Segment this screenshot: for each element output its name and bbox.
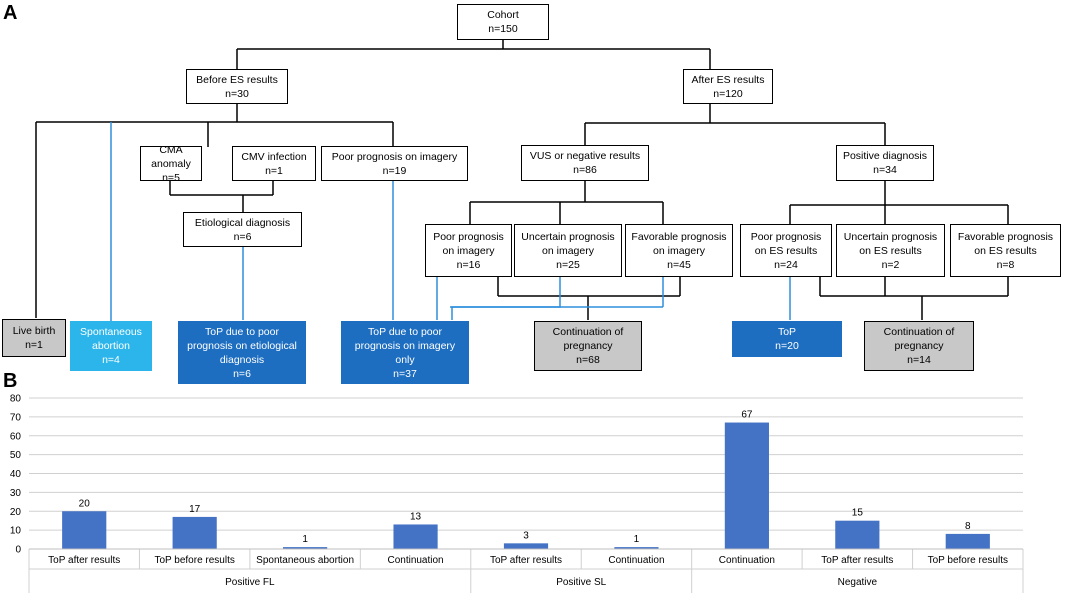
y-tick-label: 40 [10,469,22,480]
bar [945,533,990,549]
after-es-results-box: After ES results n=120 [683,69,773,104]
data-label: 20 [79,498,91,509]
group-label: Positive FL [225,577,275,588]
vus-negative-results-box: VUS or negative results n=86 [521,145,649,181]
pos-favorable-prognosis-box: Favorable prognosis on ES results n=8 [950,224,1061,277]
x-tick-label: ToP after results [821,555,893,566]
bar [724,422,769,549]
group-label: Positive SL [556,577,606,588]
data-label: 8 [965,521,971,532]
x-tick-label: Spontaneous abortion [256,555,354,566]
data-label: 13 [410,511,422,522]
bar [283,547,328,549]
panel-a-letter: A [3,2,18,24]
poor-prognosis-imagery-box: Poor prognosis on imagery n=19 [321,146,468,181]
before-es-results-box: Before ES results n=30 [186,69,288,104]
bar [62,511,107,549]
continuation-14-box: Continuation of pregnancy n=14 [864,321,974,371]
bar [835,520,880,549]
y-tick-label: 10 [10,526,22,537]
data-label: 3 [523,530,529,541]
positive-diagnosis-box: Positive diagnosis n=34 [836,145,934,181]
panel-b-letter: B [3,370,18,392]
data-label: 17 [189,504,201,515]
bar [393,524,438,549]
y-tick-label: 80 [10,394,22,405]
y-tick-label: 70 [10,412,22,423]
x-tick-label: Continuation [719,555,775,566]
pos-uncertain-prognosis-box: Uncertain prognosis on ES results n=2 [836,224,945,277]
cmv-infection-box: CMV infection n=1 [232,146,316,181]
top-20-box: ToP n=20 [732,321,842,357]
x-tick-label: Continuation [387,555,443,566]
vus-uncertain-prognosis-box: Uncertain prognosis on imagery n=25 [514,224,622,277]
pos-poor-prognosis-box: Poor prognosis on ES results n=24 [740,224,832,277]
x-tick-label: ToP before results [154,555,234,566]
vus-poor-prognosis-box: Poor prognosis on imagery n=16 [425,224,512,277]
y-tick-label: 60 [10,431,22,442]
bar [172,516,217,549]
cma-anomaly-box: CMA anomaly n=5 [140,144,202,184]
data-label: 1 [634,534,640,545]
cohort-box: Cohort n=150 [457,4,549,40]
data-label: 67 [741,410,753,421]
data-label: 15 [852,508,864,519]
etiological-diagnosis-box: Etiological diagnosis n=6 [183,212,302,247]
continuation-68-box: Continuation of pregnancy n=68 [534,321,642,371]
x-tick-label: ToP after results [490,555,562,566]
spontaneous-abortion-box: Spontaneous abortion n=4 [70,321,152,371]
y-tick-label: 20 [10,507,22,518]
y-tick-label: 30 [10,488,22,499]
group-label: Negative [838,577,878,588]
x-tick-label: Continuation [608,555,664,566]
bar [614,547,659,549]
data-label: 1 [302,534,308,545]
x-tick-label: ToP after results [48,555,120,566]
live-birth-box: Live birth n=1 [2,319,66,357]
bar [503,543,549,549]
x-tick-label: ToP before results [928,555,1008,566]
top-imagery-box: ToP due to poor prognosis on imagery onl… [341,321,469,384]
y-tick-label: 0 [15,545,21,556]
vus-favorable-prognosis-box: Favorable prognosis on imagery n=45 [625,224,733,277]
top-etiological-box: ToP due to poor prognosis on etiological… [178,321,306,384]
y-tick-label: 50 [10,450,22,461]
